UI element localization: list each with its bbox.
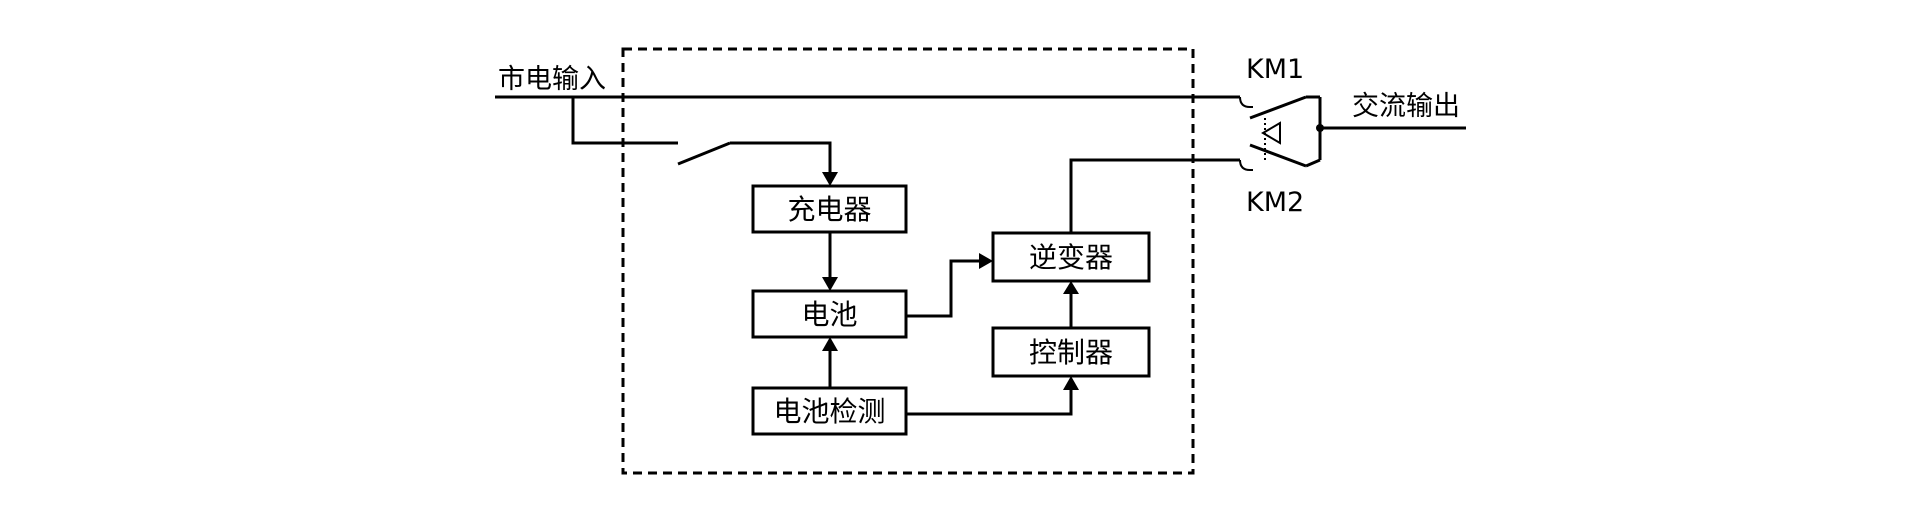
km1-contact xyxy=(1249,95,1307,120)
charger-box xyxy=(751,184,908,234)
inverter-output-wire xyxy=(1069,158,1240,233)
battery-detect-label: 电池检测 xyxy=(773,395,885,428)
arrow-up-to-inverter xyxy=(1063,281,1079,294)
ac-output-label: 交流输出 xyxy=(1352,91,1460,122)
charger-feed-wire xyxy=(571,97,678,145)
arrow-to-inverter xyxy=(979,253,993,269)
km2-contact xyxy=(1249,143,1307,168)
arrow-to-battery xyxy=(822,277,838,291)
contactor-triangle-icon xyxy=(1261,121,1281,145)
arrow-up-to-battery xyxy=(822,337,838,351)
mains-input-label: 市电输入 xyxy=(498,64,606,95)
arrow-to-charger xyxy=(822,172,838,186)
charger-label: 充电器 xyxy=(787,193,871,226)
arrow-up-to-controller xyxy=(1063,376,1079,390)
battery-detect-box xyxy=(751,386,908,436)
detect-controller-wire xyxy=(906,386,1073,416)
ups-enclosure xyxy=(621,47,1195,475)
battery-inverter-wire xyxy=(906,259,983,318)
battery-label: 电池 xyxy=(801,298,857,331)
km1-label: KM1 xyxy=(1246,54,1304,85)
controller-label: 控制器 xyxy=(1029,336,1113,369)
km2-label: KM2 xyxy=(1246,187,1304,218)
charger-feed-wire-2 xyxy=(730,141,832,176)
input-switch xyxy=(677,141,731,166)
controller-box xyxy=(991,326,1151,378)
km1-terminal xyxy=(1239,96,1253,108)
battery-box xyxy=(751,289,908,339)
contactor-bus-bottom xyxy=(1305,158,1321,168)
inverter-label: 逆变器 xyxy=(1029,241,1113,274)
km2-terminal xyxy=(1239,159,1253,171)
